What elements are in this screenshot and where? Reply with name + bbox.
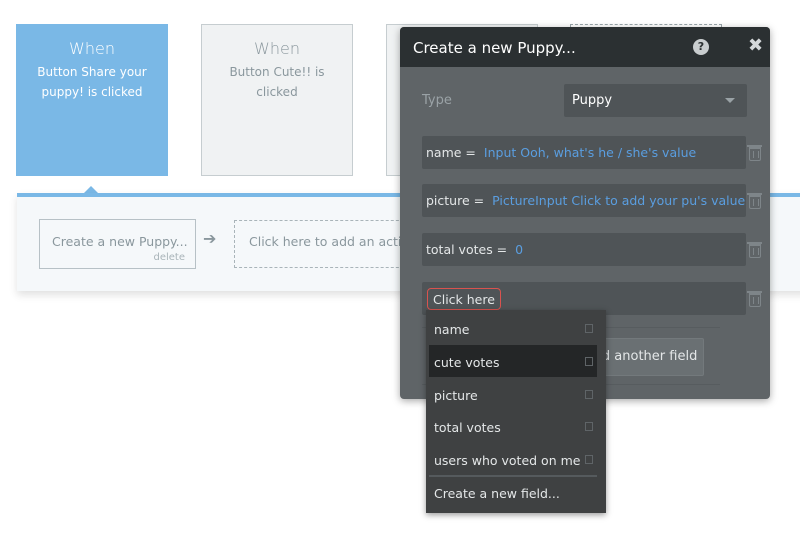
add-action-button[interactable]: Click here to add an action... [234, 220, 414, 268]
dropdown-item-name[interactable]: name [429, 312, 597, 344]
modal-header: Create a new Puppy... ? ✖ [400, 27, 770, 67]
event-heading: When [254, 39, 300, 58]
trash-icon[interactable] [747, 242, 762, 258]
trash-icon[interactable] [585, 390, 593, 399]
chevron-down-icon [725, 98, 735, 103]
dropdown-item-users-who-voted[interactable]: users who voted on me [429, 443, 597, 475]
event-card-share-puppy[interactable]: When Button Share your puppy! is clicked [16, 24, 168, 176]
dropdown-item-label: users who voted on me [434, 453, 581, 468]
field-row-total-votes[interactable]: total votes = 0 [422, 233, 746, 266]
type-label: Type [422, 93, 452, 108]
field-value[interactable]: PictureInput Click to add your pu's valu… [492, 193, 746, 208]
trash-icon[interactable] [747, 291, 762, 307]
trash-icon[interactable] [585, 324, 593, 333]
field-key: name = [426, 145, 476, 160]
dropdown-item-label: name [434, 322, 470, 337]
event-card-cute[interactable]: When Button Cute!! is clicked [201, 24, 353, 176]
trash-icon[interactable] [585, 357, 593, 366]
field-key: total votes = [426, 242, 508, 257]
event-heading: When [69, 39, 115, 58]
dropdown-item-label: total votes [434, 420, 501, 435]
create-new-field-option[interactable]: Create a new field... [434, 486, 560, 501]
trash-icon[interactable] [747, 145, 762, 161]
field-key: picture = [426, 193, 485, 208]
event-description: Button Cute!! is clicked [229, 65, 325, 99]
event-description: Button Share your puppy! is clicked [37, 65, 147, 99]
arrow-right-icon: ➔ [203, 229, 217, 248]
type-select[interactable]: Puppy [564, 84, 747, 117]
dropdown-item-total-votes[interactable]: total votes [429, 410, 597, 442]
close-icon[interactable]: ✖ [748, 35, 764, 56]
dropdown-item-label: cute votes [434, 355, 500, 370]
field-row-name[interactable]: name = Input Ooh, what's he / she's value [422, 136, 746, 169]
active-event-pointer [83, 186, 99, 194]
action-title: Create a new Puppy... [52, 234, 188, 249]
type-select-value: Puppy [572, 93, 613, 108]
dropdown-item-label: picture [434, 388, 478, 403]
trash-icon[interactable] [585, 422, 593, 431]
dropdown-item-picture[interactable]: picture [429, 378, 597, 410]
delete-action-link[interactable]: delete [153, 252, 185, 263]
field-value[interactable]: 0 [515, 242, 524, 257]
dropdown-separator [429, 475, 597, 477]
field-value[interactable]: Input Ooh, what's he / she's value [483, 145, 697, 160]
action-step-create-puppy[interactable]: Create a new Puppy... delete [39, 219, 196, 269]
field-row-picture[interactable]: picture = PictureInput Click to add your … [422, 184, 746, 217]
help-icon[interactable]: ? [693, 39, 709, 55]
trash-icon[interactable] [585, 455, 593, 464]
field-dropdown: name cute votes picture total votes user… [426, 310, 606, 513]
field-key-selector[interactable]: Click here [427, 288, 501, 310]
trash-icon[interactable] [747, 193, 762, 209]
modal-title: Create a new Puppy... [413, 39, 576, 57]
dropdown-item-cute-votes[interactable]: cute votes [429, 345, 597, 377]
